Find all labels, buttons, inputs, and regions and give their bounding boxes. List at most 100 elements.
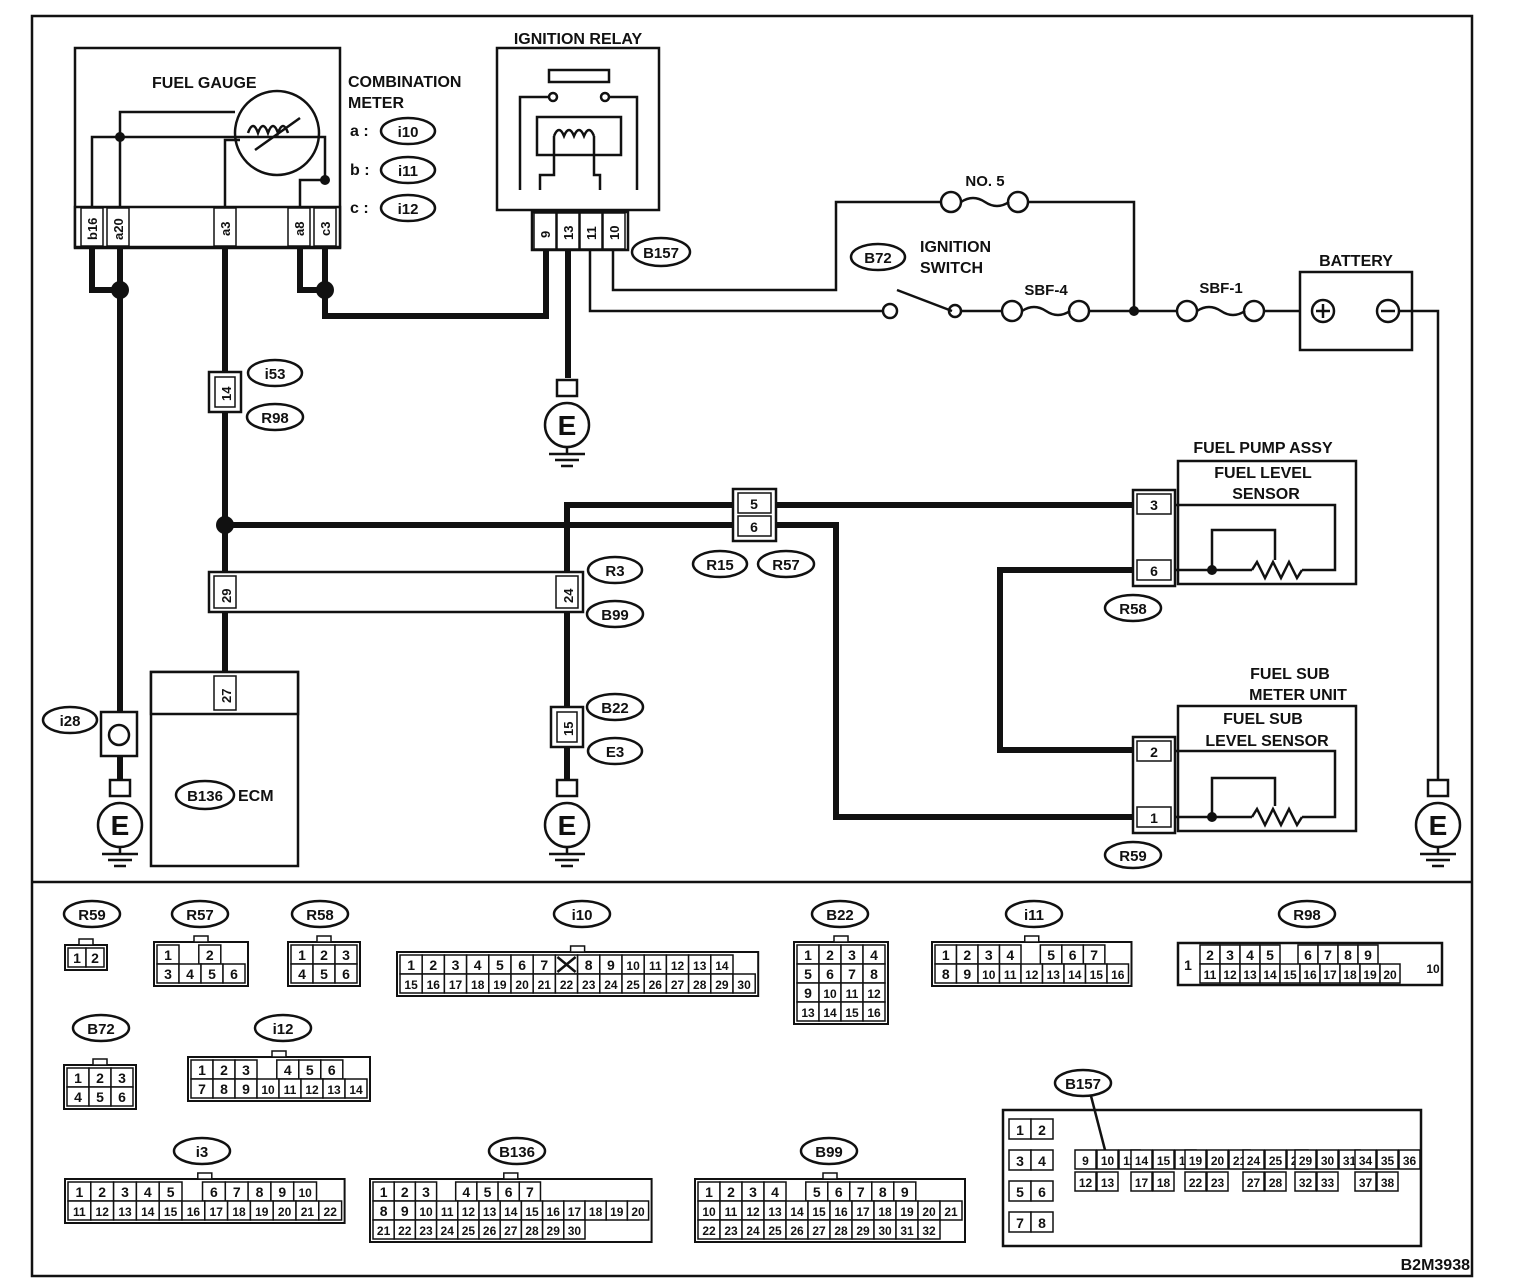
relay-pin-13: 13 — [556, 212, 580, 250]
svg-text:R59: R59 — [1119, 848, 1147, 865]
sbf4-label: SBF-4 — [1024, 282, 1068, 299]
pin-cell: 6 — [1297, 944, 1319, 965]
pin-cell: 2 — [719, 1181, 743, 1202]
svg-text:4: 4 — [1038, 1153, 1046, 1169]
svg-text:15: 15 — [164, 1205, 178, 1219]
svg-text:5: 5 — [1266, 947, 1274, 963]
svg-text:15: 15 — [812, 1205, 826, 1219]
svg-text:6: 6 — [826, 966, 834, 982]
svg-text:METER UNIT: METER UNIT — [1249, 687, 1347, 704]
pin-cell: 33 — [1316, 1171, 1339, 1192]
diagram-frame — [30, 14, 1474, 1278]
relay-coil-icon — [552, 128, 596, 140]
svg-text:6: 6 — [342, 966, 350, 982]
pin-cell: 9 — [270, 1181, 295, 1202]
pin-cell: 19 — [249, 1200, 274, 1221]
pin-cell: 13 — [112, 1200, 138, 1221]
svg-text:3: 3 — [422, 1184, 430, 1200]
svg-text:5: 5 — [1016, 1184, 1024, 1200]
pin-cell: 9 — [1074, 1149, 1097, 1170]
pin-cell: 4 — [998, 944, 1022, 965]
svg-text:15: 15 — [561, 722, 576, 736]
pin-cell: 22 — [554, 973, 579, 994]
connector-label: R57 — [186, 907, 214, 924]
pin-cell: 4 — [1239, 944, 1261, 965]
pin-cell: 1 — [67, 1181, 92, 1202]
svg-text:10: 10 — [982, 968, 996, 982]
fuel-sub-level-sensor-icon — [1250, 806, 1304, 828]
svg-text:27: 27 — [812, 1224, 826, 1238]
pin-cell: 17 — [204, 1200, 229, 1221]
svg-text:2: 2 — [1150, 744, 1158, 760]
pin-cell: 5 — [312, 963, 336, 984]
svg-text:5: 5 — [750, 496, 758, 512]
svg-text:2: 2 — [429, 957, 437, 973]
svg-text:1: 1 — [1184, 957, 1192, 973]
svg-text:METER: METER — [348, 95, 404, 112]
pin-cell: 16 — [1299, 963, 1321, 984]
connector-label: B22 — [826, 907, 854, 924]
svg-text:12: 12 — [305, 1083, 319, 1097]
svg-text:6: 6 — [230, 966, 238, 982]
pin-cell: 3 — [840, 944, 864, 965]
svg-text:3: 3 — [1016, 1153, 1024, 1169]
pin-cell: 3 — [741, 1181, 765, 1202]
pin-cell: 3 — [234, 1059, 258, 1080]
svg-text:4: 4 — [870, 947, 878, 963]
pin-cell: 10 — [621, 954, 645, 975]
svg-text:19: 19 — [610, 1205, 624, 1219]
svg-text:11: 11 — [725, 1205, 738, 1219]
svg-text:5: 5 — [484, 1184, 492, 1200]
pin-cell: 11 — [840, 982, 864, 1003]
svg-text:20: 20 — [1383, 968, 1397, 982]
pin-cell: 27 — [807, 1219, 831, 1240]
ignition-relay: IGNITION RELAY 9 13 11 10 — [495, 31, 661, 252]
pin-cell: 9 — [893, 1181, 917, 1202]
svg-text:13: 13 — [801, 1006, 815, 1020]
svg-text:3: 3 — [749, 1184, 757, 1200]
svg-text:13: 13 — [483, 1205, 497, 1219]
pin-cell: 22 — [697, 1219, 721, 1240]
pin-cell: 1 — [796, 944, 820, 965]
connector-label: i12 — [273, 1021, 294, 1038]
pin-cell: 5 — [796, 963, 820, 984]
svg-text:SWITCH: SWITCH — [920, 260, 983, 277]
svg-text:R98: R98 — [261, 410, 289, 427]
svg-text:32: 32 — [1299, 1176, 1313, 1190]
fuel-level-sensor-icon — [1250, 559, 1304, 581]
relay-pin-10: 10 — [602, 212, 626, 250]
pin-cell: 5 — [805, 1181, 829, 1202]
svg-text:23: 23 — [1211, 1176, 1225, 1190]
pin-cell: 12 — [457, 1200, 480, 1221]
pin-cell: 13 — [1096, 1171, 1119, 1192]
svg-text:9: 9 — [963, 966, 971, 982]
meter-pin-b16: b16 — [80, 207, 104, 247]
svg-text:3: 3 — [121, 1184, 129, 1200]
pin-cell: 26 — [785, 1219, 809, 1240]
svg-text:2: 2 — [401, 1184, 409, 1200]
pin-cell: 18 — [1152, 1171, 1175, 1192]
svg-text:R15: R15 — [706, 557, 734, 574]
svg-text:B99: B99 — [601, 607, 629, 624]
svg-text:E: E — [111, 810, 130, 841]
pin-cell: 6 — [334, 963, 358, 984]
pin-cell: 8 — [871, 1181, 895, 1202]
svg-text:21: 21 — [944, 1205, 958, 1219]
svg-text:9: 9 — [607, 957, 615, 973]
svg-text:16: 16 — [867, 1006, 881, 1020]
svg-text:18: 18 — [589, 1205, 603, 1219]
fuel-gauge-icon — [233, 89, 321, 177]
pin-cell: 13 — [763, 1200, 787, 1221]
pin-cell: 4 — [66, 1086, 90, 1107]
pin-cell: 2 — [818, 944, 842, 965]
svg-text:2: 2 — [96, 1070, 104, 1086]
pin-cell: 12 — [741, 1200, 765, 1221]
svg-text:21: 21 — [377, 1224, 391, 1238]
svg-text:11: 11 — [1204, 968, 1217, 982]
svg-text:19: 19 — [1189, 1154, 1203, 1168]
